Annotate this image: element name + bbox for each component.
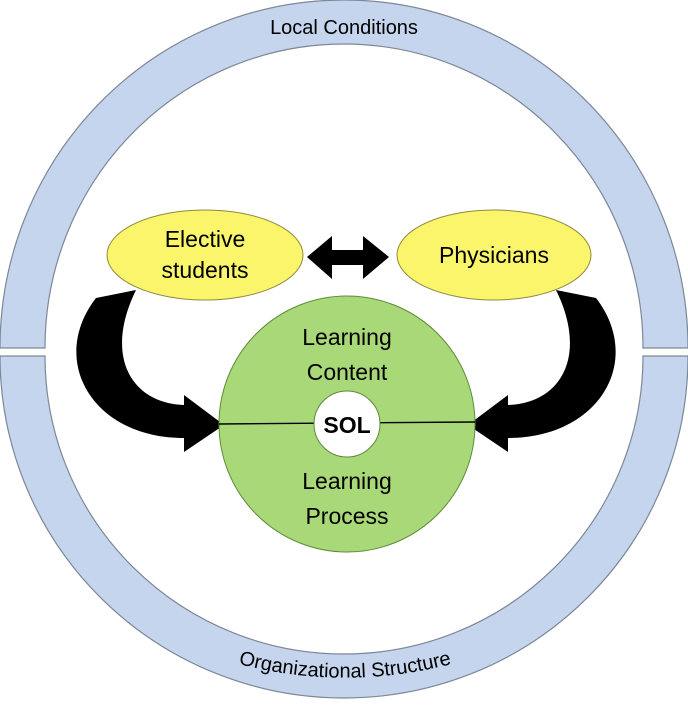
curved-arrow-left-icon [76, 290, 224, 452]
core-bottom-line2: Process [305, 503, 388, 529]
core-top-line2: Content [307, 359, 388, 385]
ring-top-label: Local Conditions [270, 17, 418, 39]
actor-physicians: Physicians [396, 209, 592, 301]
actor-left-line2: students [162, 257, 249, 283]
core-bottom-line1: Learning [302, 468, 392, 494]
core-center-circle [313, 390, 381, 458]
core-center-label: SOL [323, 412, 370, 438]
curved-arrow-right-icon [468, 290, 616, 452]
actor-elective-students: Elective students [106, 209, 304, 301]
actor-right-label: Physicians [439, 242, 549, 268]
actor-left-line1: Elective [165, 226, 246, 252]
core-circle: Learning Content SOL Learning Process [218, 295, 476, 553]
double-arrow-icon [307, 236, 389, 279]
core-top-line1: Learning [302, 324, 392, 350]
